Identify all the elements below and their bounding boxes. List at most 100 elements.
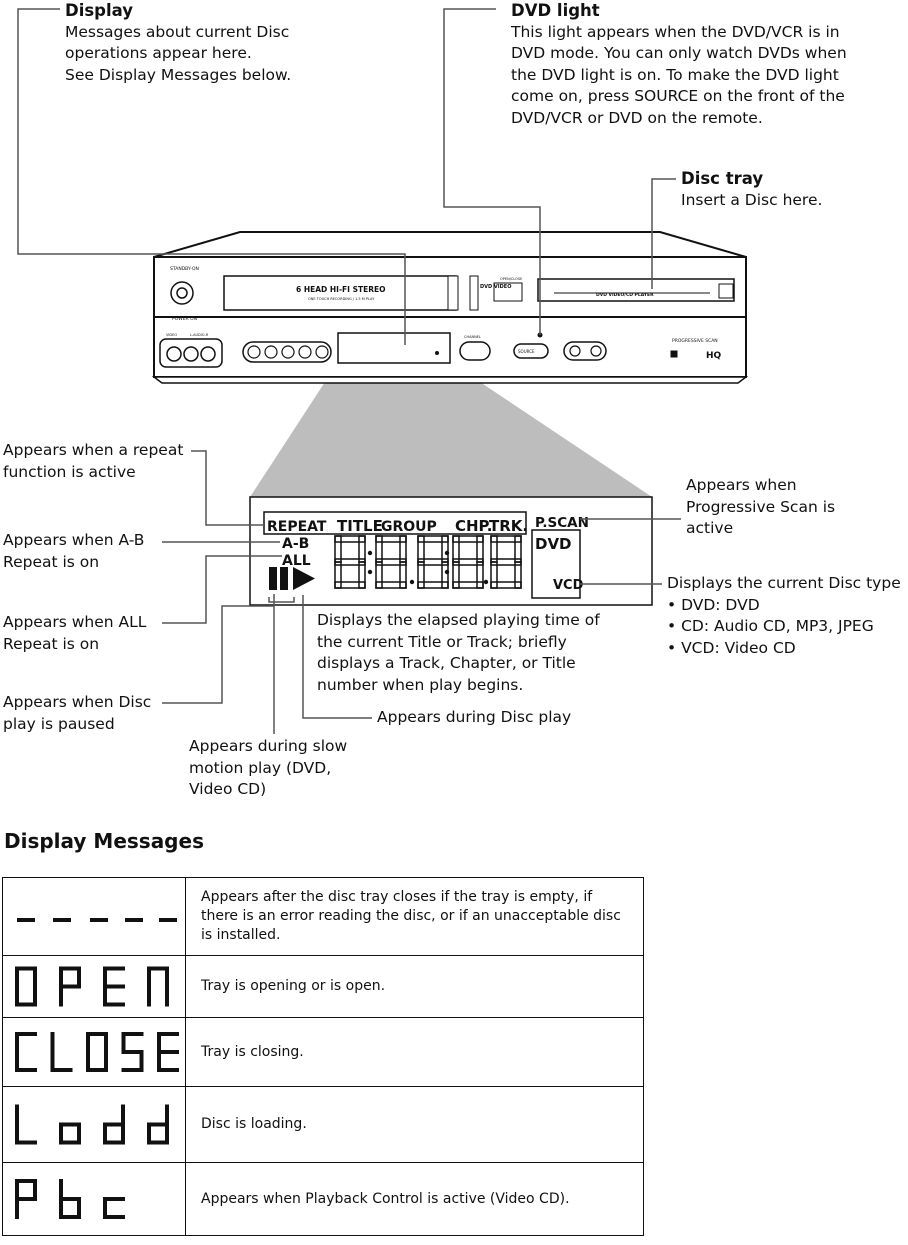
segment: [15, 1140, 37, 1145]
paused-callout-line: play is paused: [3, 714, 115, 733]
message-description: Appears after the disc tray closes if th…: [185, 877, 644, 956]
progressive-scan-label: PROGRESSIVE SCAN: [672, 338, 718, 344]
segment: [103, 966, 107, 987]
pbc-display: [15, 1179, 125, 1219]
segment: [417, 558, 449, 566]
segment-char: [15, 1104, 37, 1145]
segment-char: [59, 966, 81, 1007]
segment: [147, 1140, 169, 1145]
segment: [157, 1032, 179, 1036]
segment: [59, 1197, 81, 1201]
message-description: Appears when Playback Control is active …: [185, 1162, 644, 1236]
lcd-dvd-indicator: DVD: [535, 535, 572, 553]
segment: [157, 1032, 161, 1052]
disc-type-callout-title: Displays the current Disc type: [667, 574, 901, 592]
display-callout-title: Display: [65, 1, 134, 20]
segment: [103, 1124, 107, 1145]
segment: [86, 1032, 108, 1036]
disc-type-item: VCD: Video CD: [667, 638, 907, 660]
segment-char: [103, 1104, 125, 1145]
display-callout-line: See Display Messages below.: [65, 65, 292, 84]
dvd-light-callout-title: DVD light: [511, 1, 600, 20]
repeat-callout-line: function is active: [3, 462, 136, 481]
segment: [104, 1032, 108, 1052]
segment: [103, 1122, 125, 1127]
elapsed-time-callout-line: number when play begins.: [317, 675, 524, 694]
segment: [59, 966, 81, 971]
open-display: [15, 966, 169, 1007]
lcd-title-indicator: TITLE: [337, 517, 383, 535]
segment: [165, 986, 169, 1007]
lcd-time-digits: [334, 535, 522, 589]
disc-type-item: DVD: DVD: [667, 595, 907, 617]
message-display-cell: [2, 1017, 186, 1087]
segment-char: [86, 1032, 108, 1072]
hq-label: HQ: [706, 351, 722, 361]
segment: [59, 966, 63, 987]
lcd-group-indicator: GROUP: [381, 519, 437, 535]
table-row: Disc is loading.: [2, 1086, 644, 1163]
play-icon: [293, 567, 315, 590]
segment-char: [103, 1197, 125, 1219]
segment-char: [15, 1032, 37, 1072]
standby-label: STANDBY-ON: [170, 266, 199, 272]
segment-char: [15, 1179, 37, 1219]
segment: [103, 1140, 125, 1145]
lcd-ab-indicator: A-B: [282, 536, 309, 552]
segment: [157, 1068, 179, 1072]
segment: [33, 986, 37, 1007]
all-repeat-callout-line: Repeat is on: [3, 634, 100, 653]
segment: [121, 1068, 144, 1072]
elapsed-time-callout-line: Displays the elapsed playing time of: [317, 611, 600, 629]
segment: [147, 1122, 169, 1127]
lcd-panel: [249, 496, 653, 606]
segment: [452, 558, 484, 566]
segment: [121, 1050, 144, 1054]
segment: [59, 1124, 63, 1145]
display-zoom-funnel: [250, 362, 652, 497]
segment-char: [147, 966, 169, 1007]
disc-tray-callout: Disc tray Insert a Disc here.: [681, 168, 901, 211]
dvd-tray-label: DVD VIDEO/CD PLAYER: [596, 292, 654, 298]
ab-repeat-callout: Appears when A-B Repeat is on: [3, 530, 163, 573]
disc-type-list: DVD: DVD CD: Audio CD, MP3, JPEG VCD: Vi…: [667, 595, 907, 660]
paused-callout-line: Appears when Disc: [3, 693, 152, 711]
dvd-light-callout-line: come on, press SOURCE on the front of th…: [511, 87, 845, 105]
lcd-all-indicator: ALL: [282, 553, 311, 569]
segment: [33, 1179, 37, 1199]
segment: [121, 1032, 126, 1052]
segment: [77, 1199, 81, 1219]
progressive-scan-callout-line: active: [686, 519, 734, 537]
segment: [15, 966, 19, 987]
digit-separator: [367, 569, 373, 575]
segment: [147, 966, 169, 971]
segment-char: [15, 966, 37, 1007]
segment: [86, 1032, 90, 1052]
lcd-repeat-indicator: REPEAT: [267, 519, 327, 535]
segment: [59, 1122, 81, 1127]
elapsed-time-callout-line: displays a Track, Chapter, or Title: [317, 654, 576, 672]
segment: [157, 1050, 179, 1054]
segment: [59, 984, 81, 989]
segment: [103, 1215, 125, 1219]
disc-play-callout: Appears during Disc play: [377, 707, 597, 729]
segment: [104, 1052, 108, 1072]
segment-char: [59, 1122, 81, 1145]
disc-type-box: [531, 529, 581, 599]
vcr-brand-label: 6 HEAD HI-FI STEREO: [296, 285, 386, 294]
lcd-trk-indicator: TRK.: [489, 517, 528, 535]
dashes-display: [17, 918, 177, 922]
all-repeat-callout: Appears when ALL Repeat is on: [3, 612, 163, 655]
slow-motion-callout-line: motion play (DVD,: [189, 758, 332, 777]
segment: [165, 1124, 169, 1145]
all-repeat-callout-line: Appears when ALL: [3, 613, 147, 631]
segment: [103, 966, 125, 971]
segment: [103, 984, 125, 989]
dvd-light-callout-line: This light appears when the DVD/VCR is i…: [511, 22, 840, 41]
segment-char: [50, 1032, 73, 1072]
table-row: Tray is closing.: [2, 1017, 644, 1087]
segment: [77, 1124, 81, 1145]
message-description: Tray is opening or is open.: [185, 955, 644, 1018]
audio-jack-label: L-AUDIO-R: [190, 333, 209, 337]
message-display-cell: [2, 955, 186, 1018]
